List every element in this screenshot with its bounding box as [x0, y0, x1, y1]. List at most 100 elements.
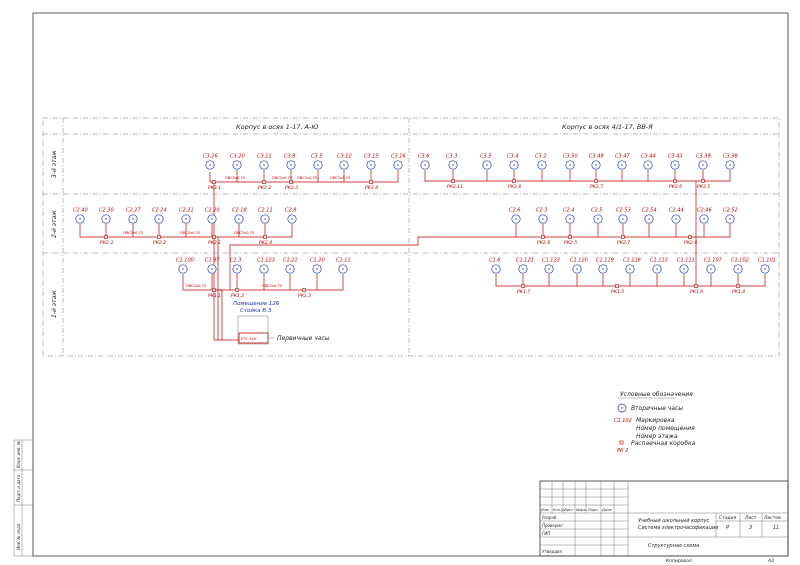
junction-label: РК3.3 [285, 185, 298, 191]
clock-label: С3.3 [446, 154, 457, 160]
tb-column-header: Изм. [541, 508, 549, 512]
tb-sheets-value: 11 [773, 525, 779, 531]
clock-label: С1.102 [731, 258, 749, 264]
clock-label: С3.2 [535, 154, 546, 160]
secondary-clock: С1.111 [677, 258, 695, 274]
tb-stage-value: Р [726, 525, 729, 531]
wiring [79, 170, 766, 341]
secondary-clock: С2.5 [591, 208, 603, 224]
secondary-clock: С1.120 [570, 258, 588, 274]
tb-project-line2: Система электрочасофикации [638, 525, 719, 531]
secondary-clock: С3.43 [668, 154, 683, 170]
junction-box-icon [262, 180, 266, 184]
junction-box-icon [157, 235, 161, 239]
clock-label: С2.8 [285, 208, 296, 214]
secondary-clock: С3.11 [257, 154, 272, 170]
clock-label: С3.50 [563, 154, 578, 160]
clock-label: С3.5 [480, 154, 491, 160]
secondary-clock: С2.52 [723, 208, 738, 224]
junction-box-icon [369, 180, 373, 184]
junction-label: РК2.4 [259, 240, 272, 246]
clock-label: С2.44 [669, 208, 684, 214]
legend-clock-text: Вторичные часы [631, 405, 683, 412]
binding-label-1: Взам. инв. № [16, 441, 21, 468]
legend: Условные обозначения Вторичные часы С1.1… [614, 391, 696, 454]
clock-label: С2.30 [99, 208, 114, 214]
clock-label: С1.20 [310, 258, 325, 264]
secondary-clock: С2.40 [73, 208, 88, 224]
rack-label: Стойка В.3 [240, 308, 272, 314]
floor-label-2: 2-й этаж [51, 210, 58, 238]
cable-label: ПВС2х0,75 [180, 231, 201, 235]
clock-label: С3.39 [696, 154, 711, 160]
junction-label: РК2.1 [208, 240, 221, 246]
secondary-clock: С2.54 [642, 208, 657, 224]
junction-label: РК3.8 [508, 184, 521, 190]
secondary-clock: С3.20 [230, 154, 245, 170]
clock-label: С1.120 [570, 258, 588, 264]
clock-label: С2.11 [258, 208, 273, 214]
legend-junction-text: Распаечная коробка [631, 440, 696, 447]
junction-label: РК1.2 [231, 293, 244, 299]
clock-label: С2.5 [591, 208, 602, 214]
junction-box-icon [688, 235, 692, 239]
clock-label: С2.21 [179, 208, 194, 214]
secondary-clock: С3.47 [615, 154, 630, 170]
secondary-clock: С3.50 [563, 154, 578, 170]
junction-label: РК3.5 [697, 184, 710, 190]
clock-label: С2.54 [642, 208, 657, 214]
junction-box-icon [212, 288, 216, 292]
cable-label: ПВС2х0,75 [123, 231, 144, 235]
clock-label: С3.43 [668, 154, 683, 160]
secondary-clock: С1.121 [516, 258, 534, 274]
secondary-clock: С2.3 [536, 208, 548, 224]
secondary-clock: С1.3 [230, 258, 242, 274]
secondary-clock: С2.6 [509, 208, 521, 224]
clock-label: С2.27 [126, 208, 141, 214]
sheet-frame [32, 12, 789, 557]
legend-title: Условные обозначения [620, 391, 693, 398]
secondary-clock: С3.38 [723, 154, 738, 170]
floor-label-3: 3-й этаж [51, 150, 58, 178]
clock-label: С1.97 [205, 258, 220, 264]
junction-label: РК3.2 [258, 185, 271, 191]
primary-clocks-label: Первичные часы [277, 335, 330, 342]
clock-label: С1.107 [704, 258, 723, 264]
secondary-clock: С3.39 [696, 154, 711, 170]
secondary-clock: С3.44 [641, 154, 656, 170]
cable-label: ПВС2х0,75 [186, 284, 207, 288]
junction-label: РК3.7 [590, 184, 603, 190]
junction-box-icon [615, 284, 619, 288]
junction-label: РК1.1 [208, 293, 221, 299]
clock-label: С1.111 [677, 258, 695, 264]
junction-box-icon [701, 179, 705, 183]
clock-label: С1.123 [542, 258, 560, 264]
binding-label-2: Подп. и дата [16, 474, 21, 502]
clock-label: С3.26 [203, 154, 218, 160]
clock-label: С3.44 [641, 154, 656, 160]
secondary-clock: С1.21 [283, 258, 298, 274]
junction-box-icon [235, 288, 239, 292]
legend-junction-code: РК 2 [617, 448, 628, 454]
junction-box-icon [568, 235, 572, 239]
secondary-clock: С1.6 [489, 258, 501, 274]
secondary-clock: С1.100 [176, 258, 194, 274]
secondary-clock: С2.18 [232, 208, 247, 224]
secondary-clock: С3.48 [589, 154, 604, 170]
tb-project-line1: Учебный школьный корпус [638, 518, 710, 524]
tb-sheets-header: Листов [763, 515, 781, 521]
clock-label: С3.6 [418, 154, 429, 160]
secondary-clock: С3.12 [337, 154, 352, 170]
tb-column-header: Подп. [588, 508, 599, 512]
clock-label: С3.20 [230, 154, 245, 160]
secondary-clock: С2.21 [179, 208, 194, 224]
tb-role-gip: ГИП [542, 531, 550, 536]
secondary-clock: С2.24 [152, 208, 167, 224]
clock-label: С2.24 [152, 208, 167, 214]
header-building-left: Корпус в осях 1-17, А-Ю [236, 123, 318, 131]
binding-label-3: Инв. № подл. [16, 522, 21, 550]
secondary-clock: С1.97 [205, 258, 220, 274]
secondary-clock: С3.16 [391, 154, 406, 170]
junction-label: РК1.5 [611, 289, 624, 295]
